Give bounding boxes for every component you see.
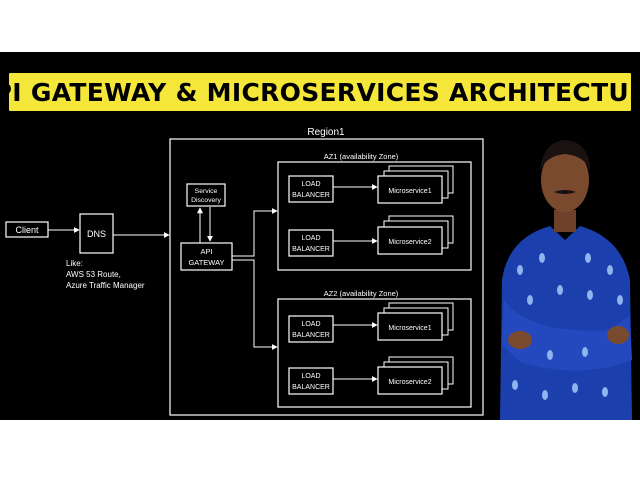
presenter-shirt: [500, 226, 632, 420]
az2-ms1-label: Microservice1: [388, 325, 431, 332]
connector-gateway-az1: [232, 208, 278, 257]
availability-zone-2: AZ2 (availability Zone) LOAD BALANCER Mi…: [277, 289, 472, 408]
presenter-head: [541, 148, 589, 212]
az2-label: AZ2 (availability Zone): [324, 289, 399, 298]
az1-lb1-label-1: LOAD: [301, 181, 320, 188]
az2-microservice-2[interactable]: [377, 366, 443, 395]
presenter-mustache: [554, 190, 576, 194]
az2-lb1-label-2: BALANCER: [292, 332, 330, 339]
presenter-neck: [554, 210, 576, 232]
presenter-figure: [500, 140, 632, 420]
title-banner: API GATEWAY & MICROSERVICES ARCHITECTURE: [0, 71, 640, 113]
page-title: API GATEWAY & MICROSERVICES ARCHITECTURE: [0, 77, 640, 107]
service-discovery-node[interactable]: [186, 183, 226, 207]
az2-lb2-label-1: LOAD: [301, 373, 320, 380]
dns-label: DNS: [87, 229, 106, 239]
presenter-arms: [502, 300, 632, 371]
az2-microservice-1[interactable]: [377, 312, 443, 341]
az1-microservice-1[interactable]: [377, 175, 443, 204]
shirt-pattern: [512, 253, 623, 400]
dns-note-line-3: Azure Traffic Manager: [66, 281, 145, 290]
region-label: Region1: [307, 127, 345, 138]
az2-box: [277, 298, 472, 408]
az1-ms2-label: Microservice2: [388, 239, 431, 246]
connector-gateway-az2: [232, 259, 278, 350]
az1-lb2-label-1: LOAD: [301, 235, 320, 242]
az2-load-balancer-2[interactable]: [288, 367, 334, 395]
az1-load-balancer-2[interactable]: [288, 229, 334, 257]
az1-ms1-label: Microservice1: [388, 188, 431, 195]
az2-lb2-label-2: BALANCER: [292, 384, 330, 391]
presenter-hand-right: [607, 326, 629, 344]
dns-node[interactable]: [79, 213, 114, 254]
az2-load-balancer-1[interactable]: [288, 315, 334, 343]
region-box: [169, 138, 484, 416]
dns-note-line-1: Like:: [66, 259, 83, 268]
availability-zone-1: AZ1 (availability Zone) LOAD BALANCER Mi…: [277, 152, 472, 271]
api-gateway-label-1: API: [200, 247, 212, 256]
client-label: Client: [15, 225, 39, 235]
az1-microservice-2[interactable]: [377, 226, 443, 255]
az1-lb2-label-2: BALANCER: [292, 246, 330, 253]
az1-lb1-label-2: BALANCER: [292, 192, 330, 199]
api-gateway-label-2: GATEWAY: [188, 258, 224, 267]
dns-note-line-2: AWS 53 Route,: [66, 270, 121, 279]
az1-load-balancer-1[interactable]: [288, 175, 334, 203]
presenter-hair: [540, 140, 590, 172]
az2-ms2-label: Microservice2: [388, 379, 431, 386]
az1-label: AZ1 (availability Zone): [324, 152, 399, 161]
az1-box: [277, 161, 472, 271]
service-discovery-label-2: Discovery: [191, 197, 221, 204]
presenter-hand-left: [508, 331, 532, 349]
az2-lb1-label-1: LOAD: [301, 321, 320, 328]
service-discovery-label-1: Service: [195, 188, 218, 195]
